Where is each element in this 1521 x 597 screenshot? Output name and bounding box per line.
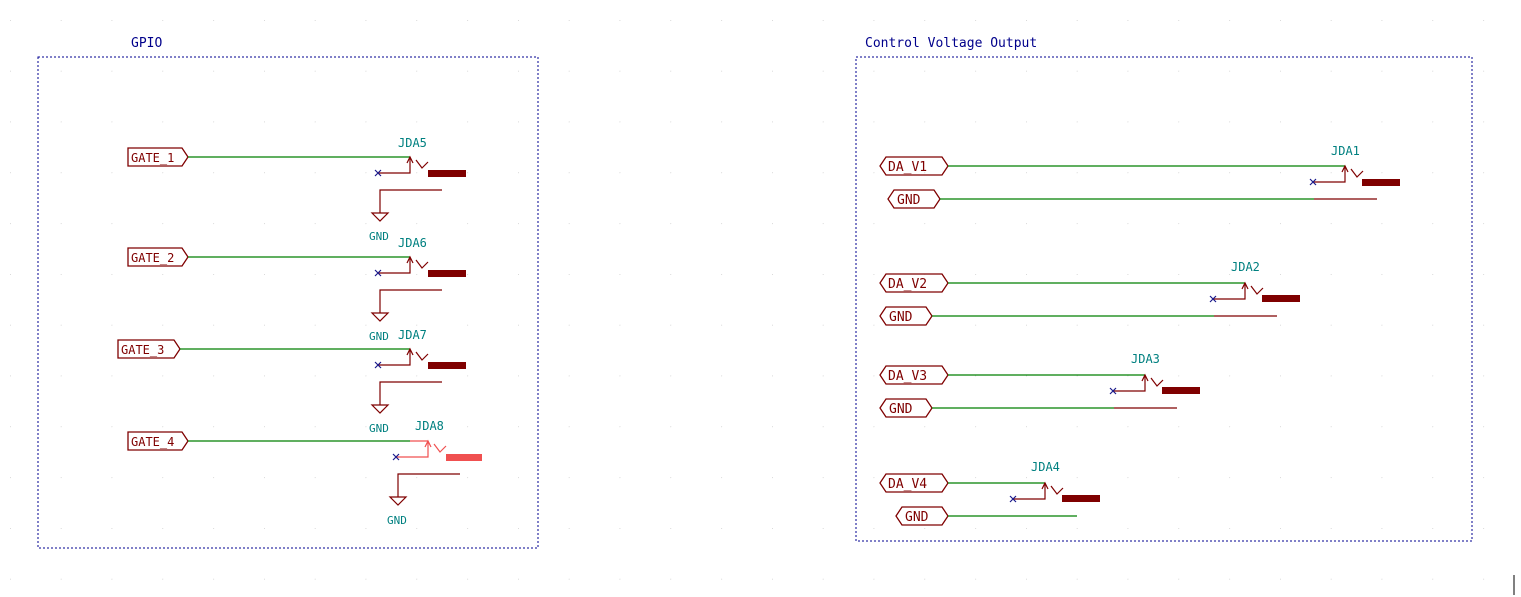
gate-1-block[interactable]: GATE_1 JDA5 GND (127, 136, 466, 243)
gpio-section: GPIO GATE_1 JDA5 GND GATE_2 (37, 36, 539, 549)
gate-4-label: GATE_4 (131, 435, 174, 449)
gnd-v4-label: GND (905, 510, 929, 525)
jda1-ref: JDA1 (1331, 144, 1360, 158)
gnd-v2-label: GND (889, 310, 913, 325)
gpio-frame (37, 56, 539, 549)
gate-1-label: GATE_1 (131, 151, 174, 165)
jda5-ref: JDA5 (398, 136, 427, 150)
da-v3-block[interactable]: DA_V3 JDA3 (879, 352, 1200, 395)
da-v1-label: DA_V1 (888, 160, 927, 175)
da-v2-label: DA_V2 (888, 277, 927, 292)
jda2-ref: JDA2 (1231, 260, 1260, 274)
da-v4-label: DA_V4 (888, 477, 927, 492)
gnd-v1-label: GND (897, 193, 921, 208)
gnd-label-4: GND (387, 514, 407, 527)
gnd-v1-block[interactable]: GND (887, 189, 1377, 209)
gpio-title: GPIO (131, 36, 162, 51)
gnd-label-2: GND (369, 330, 389, 343)
jda4-ref: JDA4 (1031, 460, 1060, 474)
gate-4-block[interactable]: GATE_4 JDA8 GND (127, 419, 482, 527)
gnd-label-1: GND (369, 230, 389, 243)
gate-3-label: GATE_3 (121, 343, 164, 357)
da-v3-label: DA_V3 (888, 369, 927, 384)
gate-2-label: GATE_2 (131, 251, 174, 265)
jda6-ref: JDA6 (398, 236, 427, 250)
jda7-ref: JDA7 (398, 328, 427, 342)
jda3-ref: JDA3 (1131, 352, 1160, 366)
gate-3-block[interactable]: GATE_3 JDA7 GND (117, 328, 466, 435)
gnd-v2-block[interactable]: GND (879, 306, 1277, 326)
cv-frame (855, 56, 1473, 542)
da-v2-block[interactable]: DA_V2 JDA2 (879, 260, 1300, 303)
gnd-v4-block[interactable]: GND (895, 506, 1077, 526)
cv-section: Control Voltage Output DA_V1 JDA1 GND DA… (855, 36, 1473, 542)
gnd-v3-block[interactable]: GND (879, 398, 1177, 418)
jda8-ref: JDA8 (415, 419, 444, 433)
gnd-v3-label: GND (889, 402, 913, 417)
gnd-label-3: GND (369, 422, 389, 435)
da-v4-block[interactable]: DA_V4 JDA4 (879, 460, 1100, 503)
da-v1-block[interactable]: DA_V1 JDA1 (879, 144, 1400, 186)
cv-title: Control Voltage Output (865, 36, 1037, 51)
gate-2-block[interactable]: GATE_2 JDA6 GND (127, 236, 466, 343)
